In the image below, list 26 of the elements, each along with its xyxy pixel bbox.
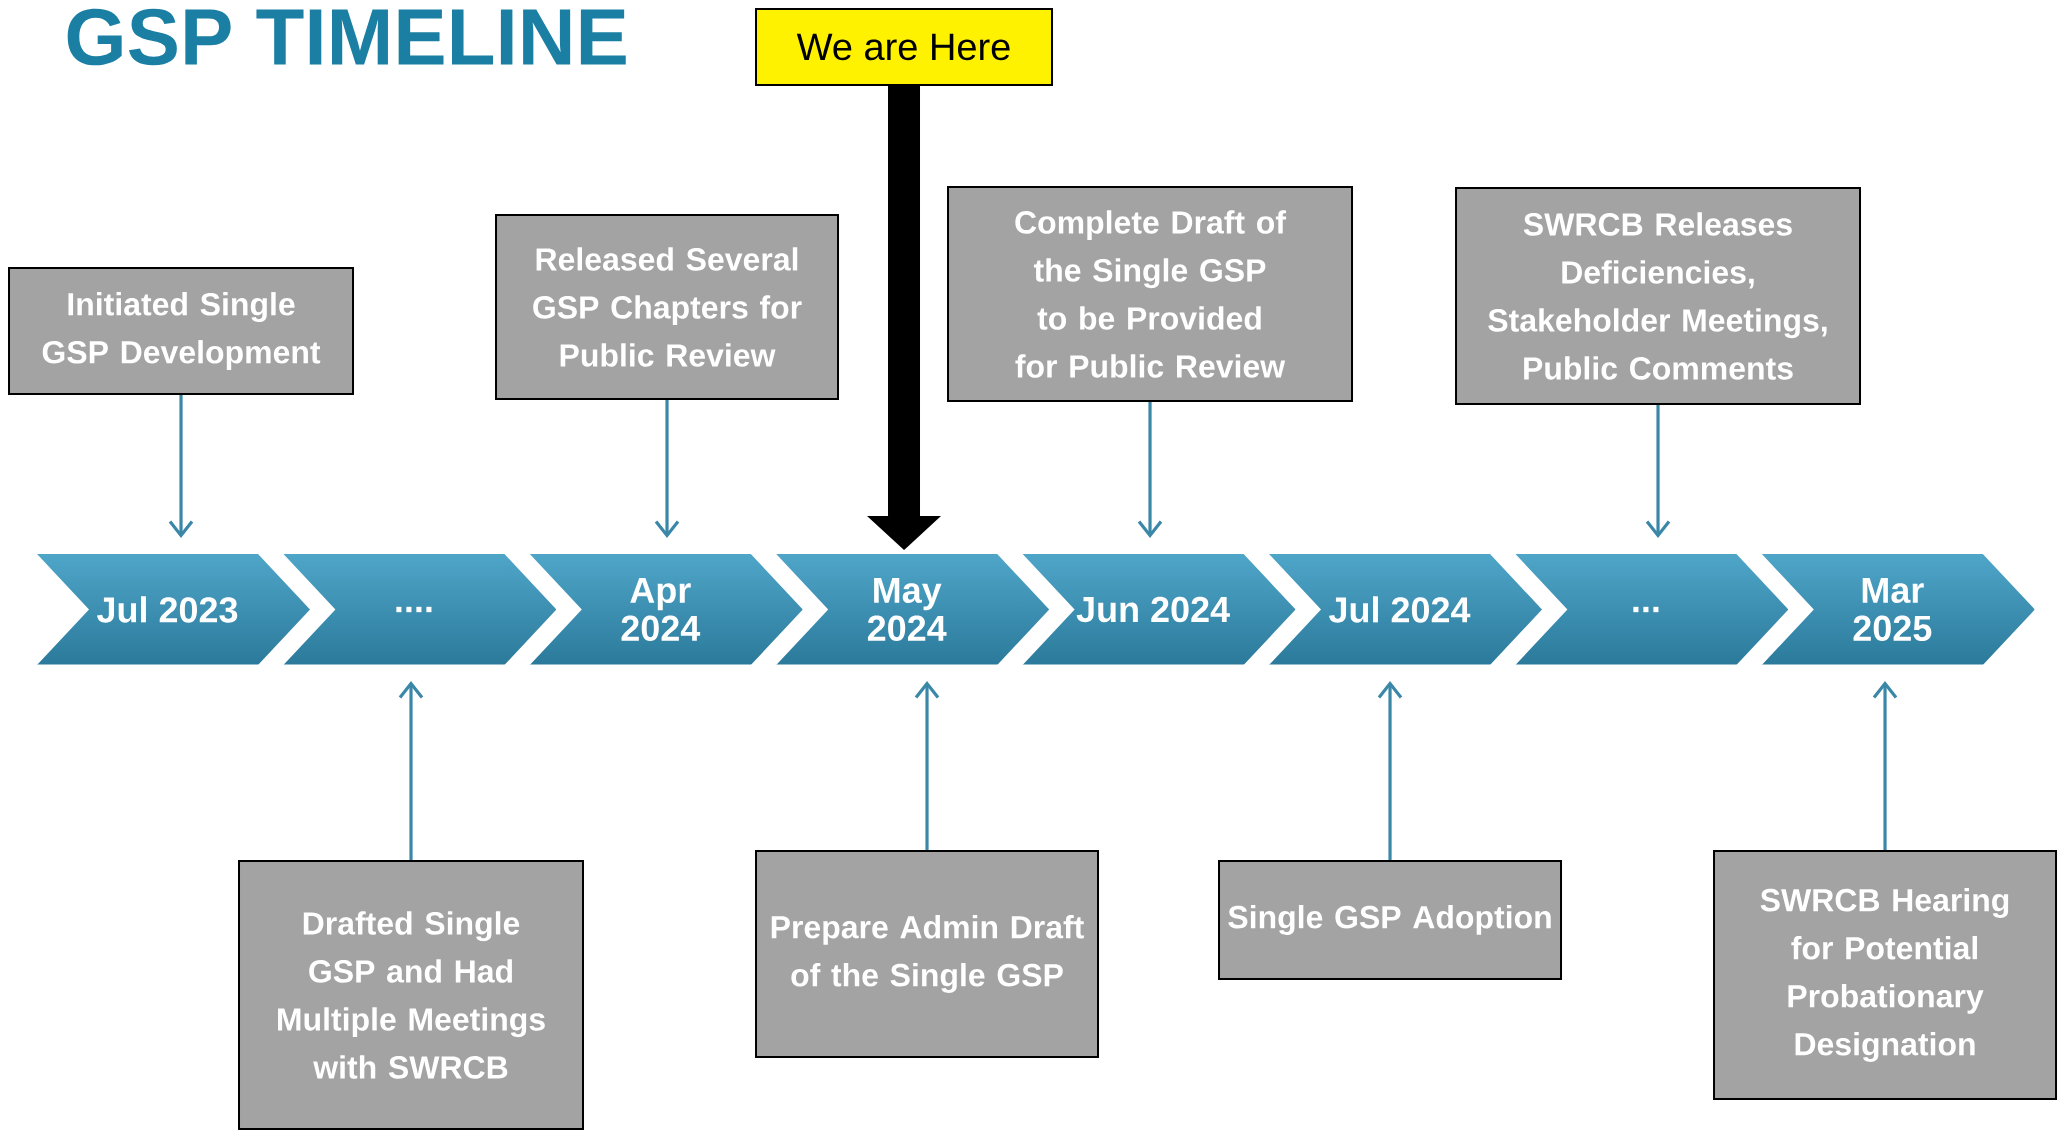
chevron: Jul 2024: [1329, 596, 1471, 623]
chevron: Mar 2025: [1853, 577, 1932, 642]
event-box: Initiated Single GSP Development: [8, 267, 354, 395]
event-box: Single GSP Adoption: [1218, 860, 1562, 980]
arrow: [1137, 402, 1163, 539]
marker-label: We are Here: [755, 8, 1053, 86]
chevron: May 2024: [867, 577, 947, 642]
chevron: Jun 2024: [1076, 596, 1230, 623]
arrow: [1872, 680, 1898, 850]
arrow: [654, 400, 680, 539]
arrow: [1645, 405, 1671, 539]
chevron: Jul 2023: [97, 596, 238, 623]
event-box: Drafted Single GSP and Had Multiple Meetings with SWRCB: [238, 860, 584, 1130]
event-box: SWRCB Releases Deficiencies, Stakeholder Meetings, Public Comments: [1455, 187, 1861, 405]
event-box: SWRCB Hearing for Potential Probationary Designation: [1713, 850, 2057, 1100]
arrow: [398, 680, 424, 860]
arrow: [168, 395, 194, 539]
chevron: ...: [1633, 606, 1659, 613]
chevron: ....: [396, 606, 432, 613]
chevron: Apr 2024: [621, 577, 701, 642]
arrow: [1377, 680, 1403, 860]
event-box: Complete Draft of the Single GSP to be Provided for Public Review: [947, 186, 1353, 402]
title: GSP TIMELINE: [67, 8, 626, 66]
event-box: Released Several GSP Chapters for Public Review: [495, 214, 839, 400]
event-box: Prepare Admin Draft of the Single GSP: [755, 850, 1099, 1058]
arrow: [914, 680, 940, 850]
